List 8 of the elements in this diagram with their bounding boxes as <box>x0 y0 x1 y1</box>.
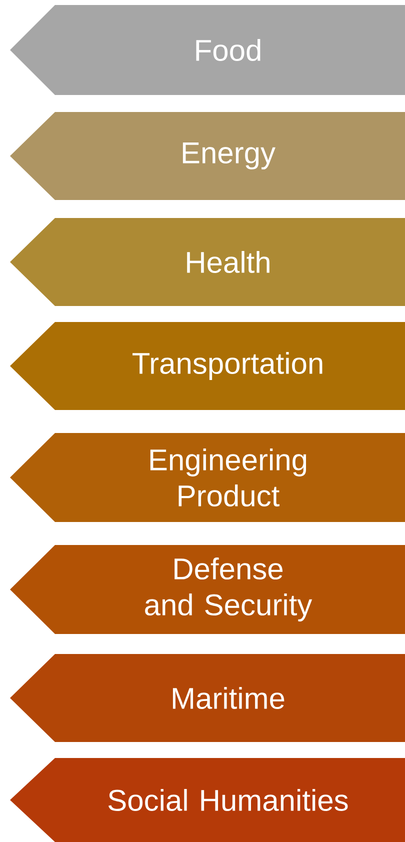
arrow-band: Energy <box>10 112 405 200</box>
arrow-band: Social Humanities <box>10 758 405 842</box>
arrow-band: Engineering Product <box>10 433 405 522</box>
arrow-band: Maritime <box>10 654 405 742</box>
arrow-band: Defense and Security <box>10 545 405 634</box>
arrow-band: Transportation <box>10 322 405 410</box>
arrow-band: Food <box>10 5 405 95</box>
arrow-band: Health <box>10 218 405 306</box>
